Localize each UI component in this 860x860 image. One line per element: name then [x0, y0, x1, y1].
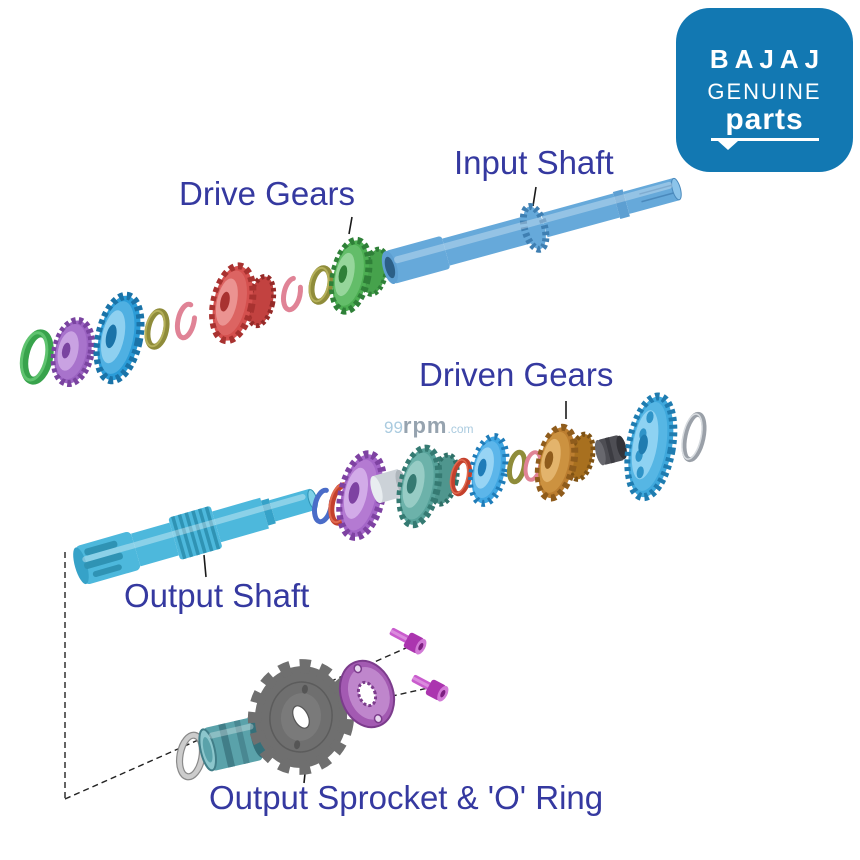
olive-ring-graphic [144, 308, 170, 350]
olive-ring-2-graphic [308, 265, 334, 305]
leader-drive-gears [348, 216, 353, 235]
watermark-name: rpm [402, 413, 448, 438]
green-washer-graphic [19, 329, 54, 385]
brown-gear-cluster-graphic [534, 423, 596, 502]
watermark-suffix: .com [447, 422, 474, 436]
label-output-shaft: Output Shaft [124, 577, 310, 614]
teal-gear-cluster-graphic [396, 444, 460, 529]
purple-gear-graphic [50, 316, 96, 388]
skyblue-gear-graphic [468, 433, 510, 507]
dark-collar-graphic [594, 435, 627, 466]
red-gear-cluster-graphic [209, 262, 277, 345]
label-driven-gears: Driven Gears [419, 356, 614, 393]
teal-spacer-graphic [198, 717, 267, 772]
purple-retainer-plate-graphic [338, 659, 396, 729]
pink-circlip-2-graphic [280, 275, 304, 313]
blue-gear-graphic [93, 291, 145, 385]
output-shaft-graphic [73, 488, 318, 585]
input-shaft-gear-collar [519, 203, 550, 253]
logo-arrow-down-icon [717, 141, 738, 150]
logo-parts-text: parts [725, 103, 804, 136]
gray-washer-graphic [681, 411, 707, 463]
leader-input-shaft [532, 186, 537, 207]
logo-brand-text: BAJAJ [709, 44, 826, 74]
logo-genuine-text: GENUINE [707, 79, 822, 104]
label-output-sprocket-oring: Output Sprocket & 'O' Ring [209, 779, 604, 816]
watermark-prefix: 99 [384, 418, 403, 437]
leader-output-shaft [203, 554, 207, 578]
label-drive-gears: Drive Gears [179, 175, 356, 212]
blue-gear-big-graphic [624, 392, 678, 502]
logo-underline [710, 138, 819, 150]
bolt-2-graphic [411, 674, 449, 702]
input-shaft-graphic [381, 177, 682, 284]
label-input-shaft: Input Shaft [454, 144, 614, 181]
bolt-1-graphic [389, 627, 427, 655]
watermark: 99rpm.com [384, 413, 474, 439]
green-gear-cluster-graphic [328, 236, 390, 315]
pink-circlip-graphic [174, 301, 198, 341]
bajaj-genuine-parts-logo: BAJAJ GENUINE parts [676, 8, 853, 172]
output-sprocket-graphic [247, 659, 355, 775]
